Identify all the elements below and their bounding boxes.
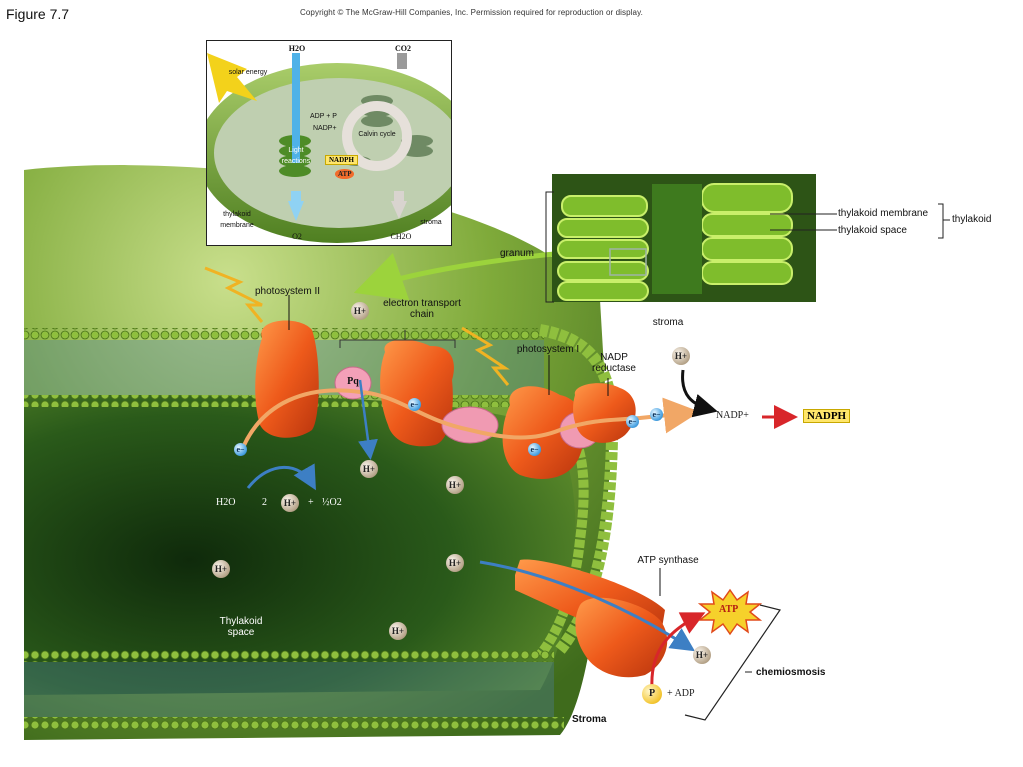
atp-synthase-head	[575, 597, 668, 678]
granum-inset-graphic	[552, 174, 816, 302]
h-ion-nadp: H+	[672, 347, 690, 365]
electron-reductase-2: e−	[650, 408, 663, 421]
thylakoid-leader-lines	[770, 203, 950, 239]
photosystem-ii-label: photosystem II	[255, 286, 321, 297]
nadph-box: NADPH	[803, 409, 851, 423]
atp-synthase-label: ATP synthase	[637, 555, 699, 566]
granum-thylakoid-membrane-label: thylakoid membrane	[838, 208, 929, 219]
copyright-notice: Copyright © The McGraw-Hill Companies, I…	[300, 8, 643, 17]
lower-membrane-inner-leaflet	[24, 650, 554, 662]
granum-thylakoid-label: thylakoid	[952, 214, 992, 225]
atp-label: ATP	[719, 604, 739, 615]
inset-nadp-label: NADP+	[313, 125, 337, 132]
electron-cytochrome: e−	[408, 398, 421, 411]
phosphate-ball: P	[642, 684, 662, 704]
proton-to-nadp-arrow	[681, 369, 718, 418]
h-ion-atp-entry: H+	[446, 554, 464, 572]
inset-light-reactions-label: Light reactions	[281, 147, 311, 165]
inset-atp-badge: ATP	[335, 169, 355, 179]
light-bolt-psi	[461, 326, 510, 386]
h-ion-etc: H+	[351, 302, 369, 320]
h-ion-lumen-left: H+	[212, 560, 230, 578]
electron-reductase-1: e−	[626, 415, 639, 428]
photosystem-i-label: photosystem I	[516, 344, 580, 355]
inset-ch2o-label: CH2O	[390, 232, 412, 241]
chloroplast-inset: H2O CO2 solar energy ADP + P NADP+ Light…	[197, 40, 477, 246]
electron-psii: e−	[234, 443, 247, 456]
granum-bracket	[545, 191, 554, 303]
chloroplast-inset-graphic	[197, 53, 477, 243]
inset-adp-p-label: ADP + P	[310, 113, 337, 120]
h-ion-water-products: H+	[281, 494, 299, 512]
half-oxygen-label: ½O2	[322, 497, 342, 508]
lower-membrane-outer-leaflet	[24, 717, 564, 729]
inset-co2-label: CO2	[395, 44, 411, 53]
thylakoid-lumen	[24, 394, 576, 695]
photosystem-ii-protein	[255, 320, 319, 438]
inset-stroma-label: stroma	[420, 219, 442, 226]
h-ion-lumen-pq: H+	[360, 460, 378, 478]
pq-proton-arrow	[358, 379, 378, 460]
water-splitting-arrow	[246, 463, 316, 491]
inset-thylakoid-membrane-label: thylakoid membrane	[220, 211, 254, 229]
h-ion-lumen-bottom: H+	[389, 622, 407, 640]
inset-solar-energy-label: solar energy	[228, 69, 268, 76]
coefficient-two: 2	[262, 497, 267, 508]
pq-label: Pq	[347, 376, 359, 387]
electron-psi: e−	[528, 443, 541, 456]
granum-inset	[552, 174, 816, 302]
atp-burst	[697, 588, 763, 636]
electron-flow-path	[238, 388, 700, 456]
h-ion-lumen-right: H+	[446, 476, 464, 494]
plus-sign: +	[308, 497, 314, 508]
chemiosmosis-bracket	[684, 604, 781, 721]
adp-label: + ADP	[667, 688, 695, 699]
inset-h2o-label: H2O	[288, 44, 306, 53]
granum-label: granum	[500, 248, 534, 259]
thylakoid-space-label: Thylakoid space	[219, 616, 263, 638]
granum-thylakoid-space-label: thylakoid space	[838, 225, 907, 236]
lower-membrane-tails	[24, 662, 554, 717]
stroma-label: Stroma	[572, 714, 607, 725]
light-bolt-psii	[204, 266, 264, 323]
photosystem-i-protein	[502, 386, 585, 479]
nadp-plus-label: NADP+	[716, 410, 749, 421]
inset-calvin-cycle-label: Calvin cycle	[358, 131, 396, 138]
figure-label: Figure 7.7	[6, 6, 70, 22]
water-label: H2O	[216, 497, 236, 508]
electron-transport-chain-label: electron transport chain	[383, 298, 461, 320]
granum-stroma-label: stroma	[652, 317, 684, 328]
nadp-reductase-label: NADP reductase	[592, 352, 636, 374]
chemiosmosis-label: chemiosmosis	[756, 667, 826, 678]
inset-o2-label: O2	[292, 232, 302, 241]
etc-bracket	[339, 339, 456, 348]
h-ion-stroma-atp: H+	[693, 646, 711, 664]
adp-to-atp-arrow	[650, 612, 706, 689]
nadp-reductase-protein	[573, 383, 636, 443]
inset-nadph-box: NADPH	[325, 155, 358, 165]
